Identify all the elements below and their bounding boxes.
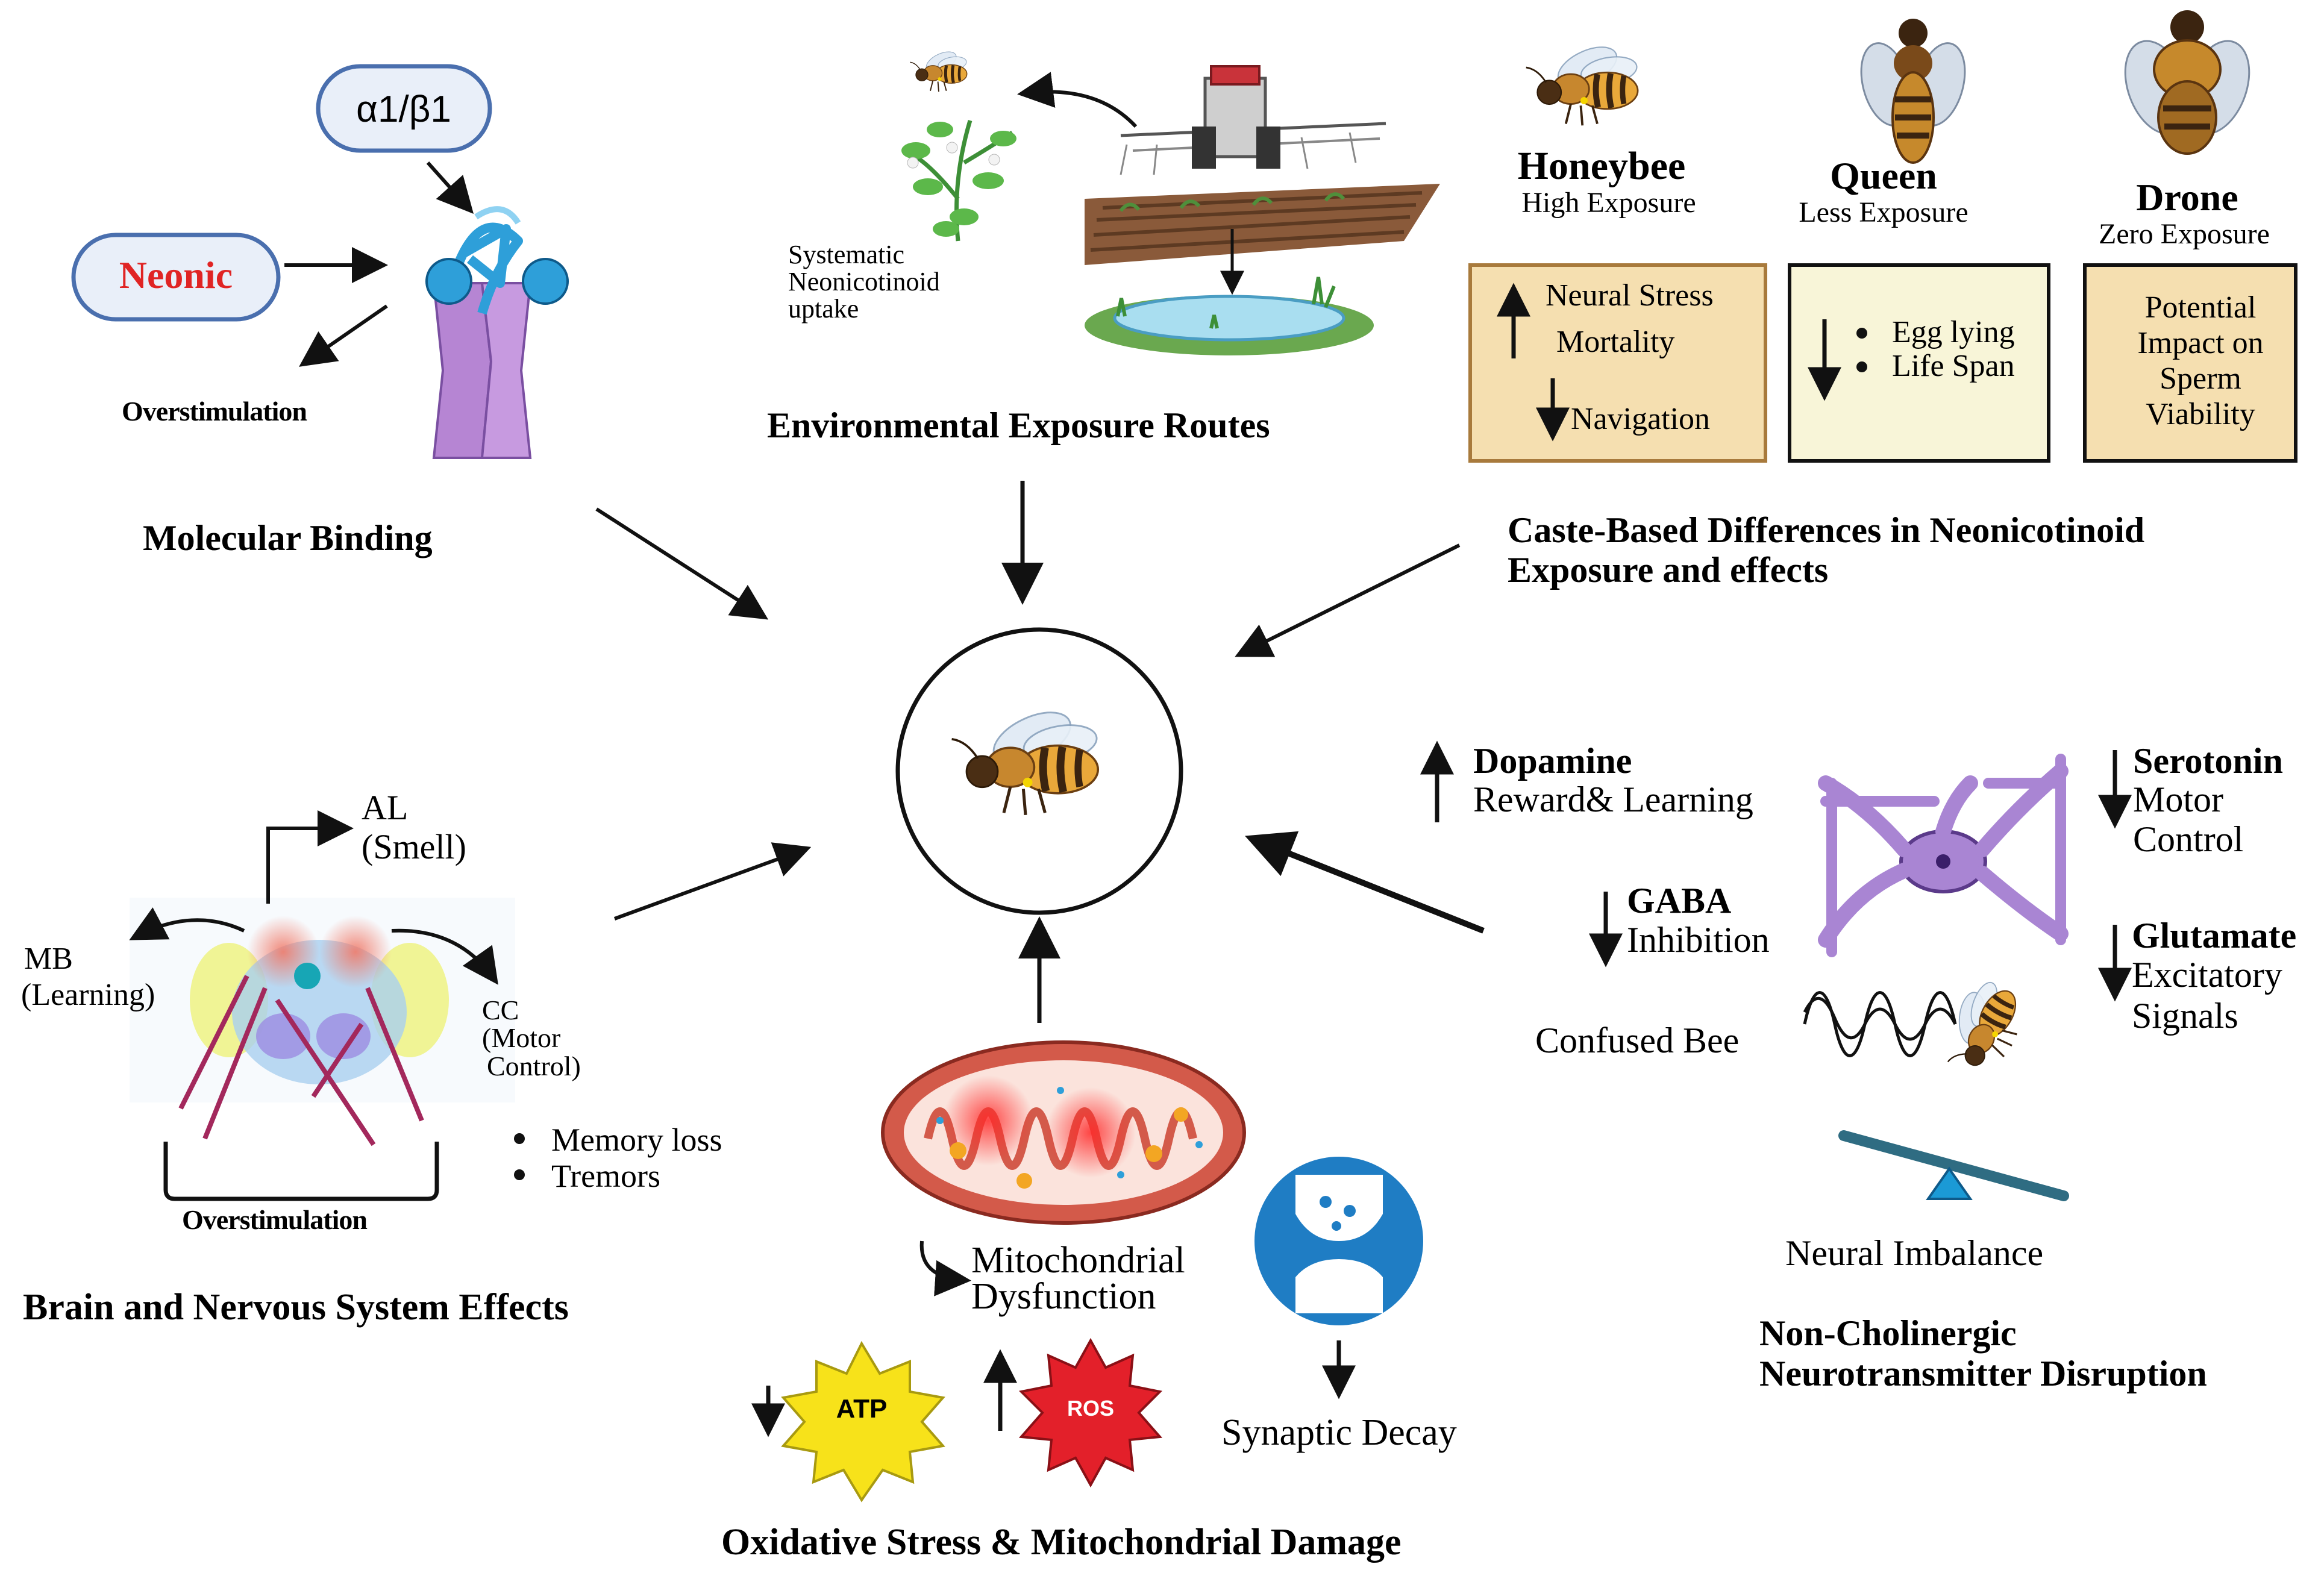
queen-effects-box <box>1788 263 2050 463</box>
drone-effect-1: Potential <box>2145 290 2257 325</box>
alpha-beta-pill <box>316 64 492 153</box>
dopamine-label: Dopamine <box>1473 741 1632 781</box>
al-sub-label: (Smell) <box>362 827 466 866</box>
oxidative-panel: Mitochondrial Dysfunction ATP ROS Synapt… <box>721 1040 1457 1563</box>
mito-arrow <box>919 1240 971 1296</box>
cc-arrow <box>391 928 498 985</box>
synaptic-decay-label: Synaptic Decay <box>1221 1412 1457 1453</box>
queen-exposure: Less Exposure <box>1799 196 1968 228</box>
drone-exposure: Zero Exposure <box>2099 218 2270 250</box>
gaba-label: GABA <box>1627 881 1731 921</box>
arrow-from-molecular <box>595 507 769 620</box>
honeybee-effect-1: Neural Stress <box>1546 278 1714 313</box>
glutamate-label: Glutamate <box>2132 916 2296 955</box>
nicotinic-receptor-icon <box>425 206 569 459</box>
synapse-icon <box>1254 1157 1423 1325</box>
honeybee-icon-small <box>910 48 967 92</box>
neonic-label: Neonic <box>119 254 233 296</box>
serotonin-label: Serotonin <box>2133 741 2283 781</box>
honeybee-exposure: High Exposure <box>1521 187 1696 219</box>
neonic-pill <box>71 233 281 322</box>
queen-name: Queen <box>1830 154 1937 197</box>
uptake-line1: Systematic <box>788 240 904 269</box>
mito-label-2: Dysfunction <box>971 1276 1156 1317</box>
brain-title: Brain and Nervous System Effects <box>23 1287 569 1328</box>
neural-imbalance-label: Neural Imbalance <box>1785 1233 2043 1273</box>
mb-sub-label: (Learning) <box>21 978 155 1012</box>
brain-overstimulation-label: Overstimulation <box>182 1204 367 1235</box>
mb-arrow <box>129 907 245 940</box>
brain-bullet-1: Memory loss <box>551 1122 722 1158</box>
serotonin-sub-1: Motor <box>2133 780 2223 819</box>
overstimulation-bracket <box>163 1142 439 1201</box>
overstimulation-arrow <box>299 304 388 367</box>
uptake-line2: Neonicotinoid <box>788 267 940 296</box>
environmental-panel: Systematic Neonicotinoid uptake Environm… <box>767 48 1440 445</box>
ros-burst-icon <box>1018 1337 1163 1488</box>
oxidative-title: Oxidative Stress & Mitochondrial Damage <box>721 1522 1402 1563</box>
al-label: AL <box>362 788 408 827</box>
serotonin-sub-2: Control <box>2133 819 2243 859</box>
spray-to-plant-arrow <box>1017 72 1138 128</box>
brain-bullet-2: Tremors <box>551 1158 660 1194</box>
al-arrow <box>266 810 354 904</box>
flowering-plant-icon <box>901 119 1016 242</box>
drone-name: Drone <box>2136 176 2238 219</box>
drone-effect-4: Viability <box>2146 397 2255 431</box>
neuro-title-line1: Non-Cholinergic <box>1759 1313 2017 1353</box>
drone-icon <box>2124 10 2250 155</box>
molecular-binding-title: Molecular Binding <box>143 518 433 558</box>
mb-label: MB <box>24 942 73 976</box>
center-hub <box>895 627 1183 915</box>
cc-label: CC <box>482 995 519 1025</box>
overstimulation-label: Overstimulation <box>122 396 307 427</box>
pond-icon <box>1085 277 1374 355</box>
mito-label-1: Mitochondrial <box>971 1240 1185 1281</box>
neuro-title-line2: Neurotransmitter Disruption <box>1759 1354 2207 1393</box>
arrow-from-neuro <box>1245 831 1485 934</box>
honeybee-name: Honeybee <box>1518 144 1686 188</box>
caste-title-line2: Exposure and effects <box>1508 550 1828 590</box>
queen-icon <box>1860 19 1966 164</box>
mitochondrion-icon <box>881 1040 1246 1225</box>
arrow-from-brain <box>613 842 812 921</box>
neuron-icon <box>1818 754 2069 957</box>
neurotransmitter-panel: Dopamine Reward& Learning Serotonin Moto… <box>1420 740 2296 1393</box>
bee-brain-icon <box>130 898 515 1146</box>
confused-bee-icon <box>1928 970 2035 1085</box>
honeybee-effect-2: Mortality <box>1556 325 1674 359</box>
queen-effect-1: Egg lying <box>1892 315 2015 349</box>
ros-label: ROS <box>1067 1396 1114 1421</box>
hub-arrows <box>595 481 1485 1023</box>
honeybee-effect-3: Navigation <box>1571 402 1710 436</box>
drone-effects-box <box>2083 263 2297 463</box>
brain-panel: AL (Smell) MB (Learning) CC (Motor Contr… <box>21 788 722 1328</box>
drone-effect-2: Impact on <box>2137 326 2263 360</box>
caste-title-line1: Caste-Based Differences in Neonicotinoid <box>1508 510 2144 550</box>
pill-to-receptor-arrow <box>426 161 474 214</box>
atp-burst-icon <box>781 1340 945 1502</box>
confused-wave <box>1803 997 1957 1041</box>
seesaw-icon <box>1838 1130 2069 1201</box>
caste-panel: Honeybee High Exposure Queen Less Exposu… <box>1468 10 2297 590</box>
honeybee-caste-icon <box>1526 39 1639 125</box>
glutamate-sub-1: Excitatory <box>2132 955 2282 995</box>
gaba-sub: Inhibition <box>1627 920 1770 960</box>
confused-bee-label: Confused Bee <box>1535 1021 1739 1060</box>
cc-sub-label-1: (Motor <box>482 1022 560 1053</box>
dopamine-sub: Reward& Learning <box>1473 780 1753 819</box>
alpha-beta-label: α1/β1 <box>356 89 451 130</box>
tractor-sprayer-icon <box>1085 65 1440 265</box>
molecular-binding-panel: α1/β1 Neonic Overstimulation Molecular B… <box>71 64 569 558</box>
arrow-from-caste <box>1235 543 1461 657</box>
queen-effect-2: Life Span <box>1892 349 2015 383</box>
atp-label: ATP <box>836 1394 888 1424</box>
glutamate-sub-2: Signals <box>2132 996 2238 1036</box>
uptake-line3: uptake <box>788 294 859 324</box>
drone-effect-3: Sperm <box>2160 361 2241 396</box>
environmental-title: Environmental Exposure Routes <box>767 405 1270 445</box>
cc-sub-label-2: Control) <box>487 1051 581 1081</box>
